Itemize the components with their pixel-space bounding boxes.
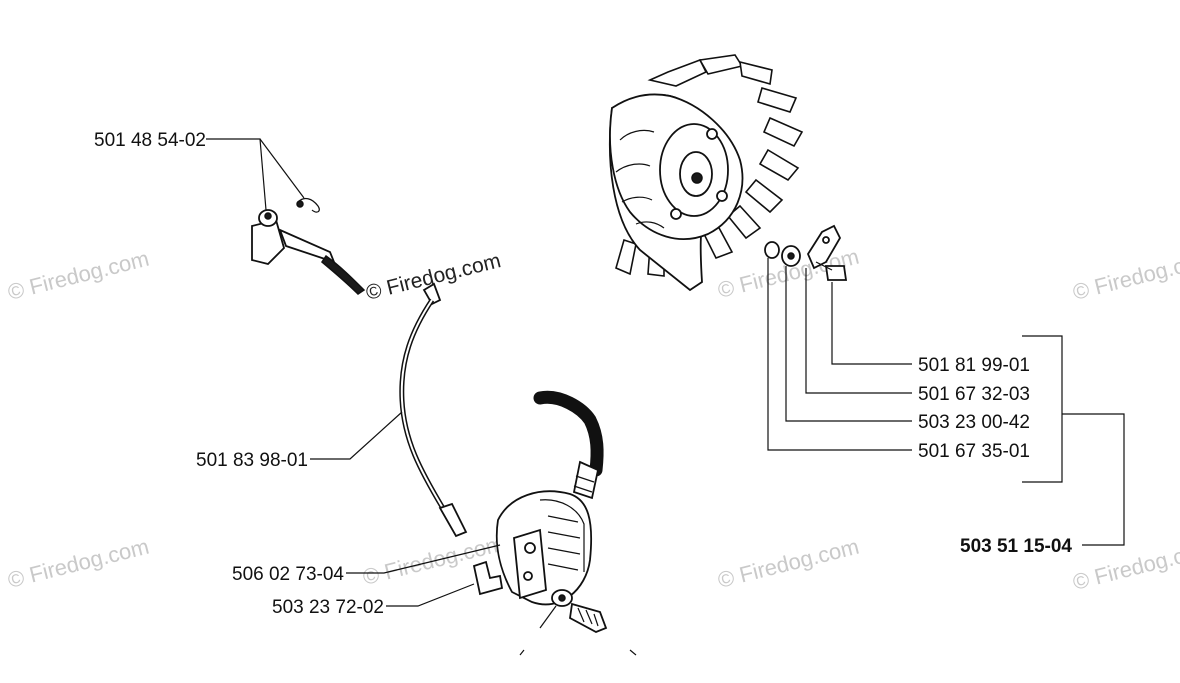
part-number-label: 503 23 72-02 <box>272 597 384 618</box>
flywheel-hardware <box>764 224 848 281</box>
leader-screw <box>539 605 557 629</box>
part-number-label: 506 02 73-04 <box>232 564 344 585</box>
leader-p4 <box>386 583 475 607</box>
part-labels: 501 48 54-02 501 83 98-01 506 02 73-04 5… <box>94 130 1072 618</box>
leader-p2 <box>310 411 403 460</box>
watermark: © Firedog.com <box>5 246 151 305</box>
part-number-label: 501 81 99-01 <box>918 355 1030 376</box>
leader-p1 <box>206 138 267 211</box>
kit-number-label: 503 51 15-04 <box>960 536 1072 557</box>
part-number-label: 501 67 35-01 <box>918 441 1030 462</box>
part-number-label: 503 23 00-42 <box>918 412 1030 433</box>
right-leaders <box>767 258 1125 546</box>
ignition-coil-drawing <box>472 390 637 656</box>
part-number-label: 501 83 98-01 <box>196 450 308 471</box>
watermark: © Firedog.com <box>715 534 861 593</box>
lead-wire-drawing <box>399 282 468 538</box>
leader-p3 <box>346 544 501 574</box>
part-number-label: 501 48 54-02 <box>94 130 206 151</box>
watermark: © Firedog.com <box>5 534 151 593</box>
flywheel-drawing <box>608 54 804 292</box>
switch-drawing <box>251 197 366 295</box>
part-number-label: 501 67 32-03 <box>918 384 1030 405</box>
watermark: © Firedog.com <box>1070 246 1180 305</box>
leader-p1-branch <box>259 138 305 199</box>
